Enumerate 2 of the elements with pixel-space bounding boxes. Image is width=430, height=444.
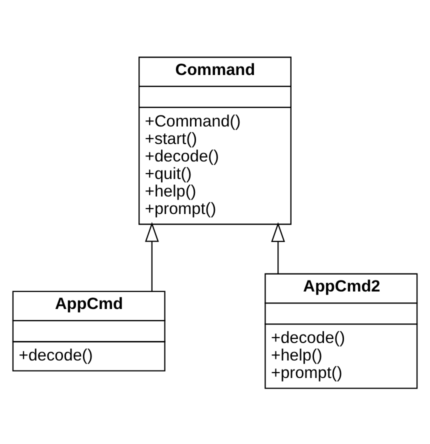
arrow (144, 222, 159, 291)
arrow (271, 222, 286, 274)
